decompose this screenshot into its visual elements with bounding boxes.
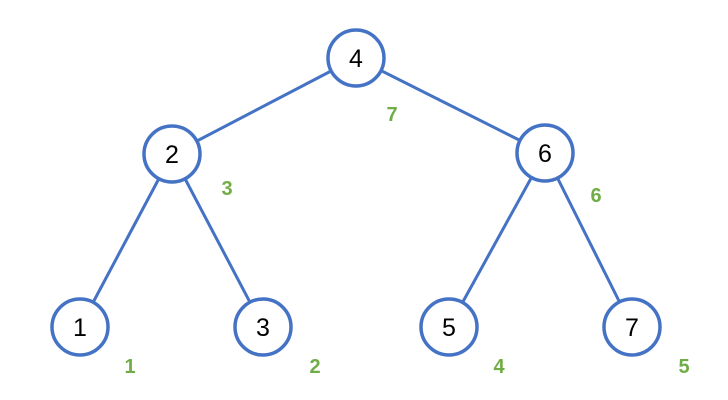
tree-node-1: 1 xyxy=(50,297,110,357)
node-value: 1 xyxy=(73,314,87,342)
tree-node-5: 5 xyxy=(419,297,479,357)
visit-order-label-7: 7 xyxy=(386,104,397,126)
tree-node-7: 7 xyxy=(602,297,662,357)
node-circle xyxy=(515,123,575,183)
node-value: 7 xyxy=(625,314,639,342)
tree-edge-4-6 xyxy=(355,56,546,155)
tree-node-6: 6 xyxy=(515,123,575,183)
node-circle xyxy=(326,28,386,88)
tree-edge-2-3 xyxy=(170,153,265,328)
node-circle xyxy=(50,297,110,357)
tree-edge-4-2 xyxy=(171,56,357,156)
node-value: 5 xyxy=(442,314,456,342)
node-circle xyxy=(602,297,662,357)
node-circle xyxy=(419,297,479,357)
node-value: 6 xyxy=(538,140,552,168)
visit-order-label-4: 4 xyxy=(493,356,505,378)
node-value: 3 xyxy=(256,314,270,342)
node-circle xyxy=(142,124,202,184)
tree-edge-2-1 xyxy=(78,153,174,328)
tree-edge-6-7 xyxy=(543,152,634,328)
visit-order-label-1: 1 xyxy=(124,356,135,378)
tree-node-4: 4 xyxy=(326,28,386,88)
visit-order-label-5: 5 xyxy=(678,356,689,378)
tree-node-2: 2 xyxy=(142,124,202,184)
visit-order-label-2: 2 xyxy=(309,356,320,378)
node-value: 4 xyxy=(349,45,363,73)
tree-edge-6-5 xyxy=(447,152,547,328)
visit-order-label-6: 6 xyxy=(590,185,601,207)
visit-order-label-3: 3 xyxy=(221,178,232,200)
node-value: 2 xyxy=(165,141,179,169)
tree-node-3: 3 xyxy=(233,297,293,357)
node-circle xyxy=(233,297,293,357)
